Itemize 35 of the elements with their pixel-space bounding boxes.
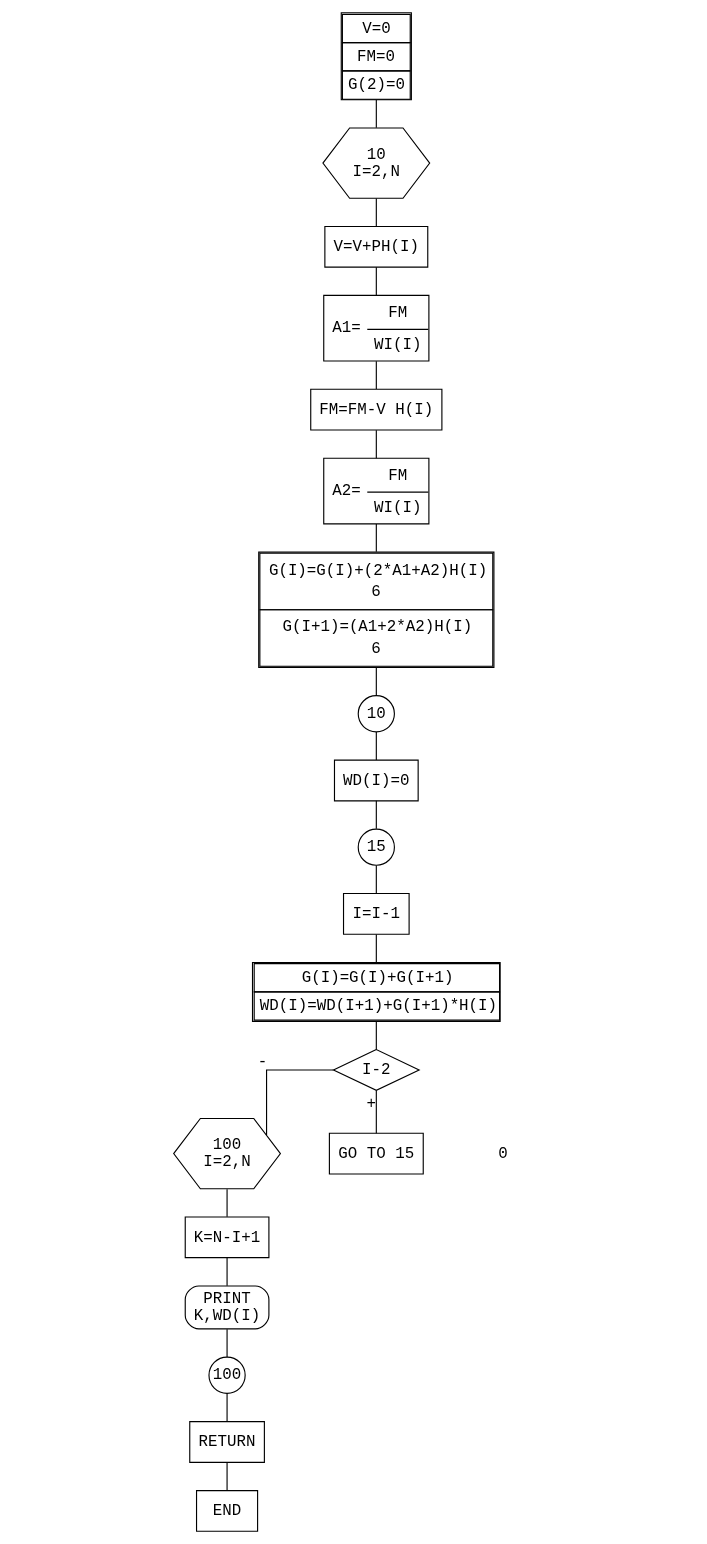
node-circle: 15 (357, 828, 395, 866)
node-circle: 100 (208, 1356, 246, 1394)
connector (375, 360, 377, 390)
node-box: RETURN (189, 1421, 265, 1463)
connector (375, 99, 377, 129)
node-box: K=N-I+1 (184, 1216, 270, 1259)
connector (375, 198, 377, 227)
node-box: WD(I)=0 (333, 759, 419, 802)
connector (375, 429, 377, 459)
connector (375, 666, 377, 696)
connector (226, 1257, 228, 1287)
connector (226, 1188, 228, 1218)
node-box: FM=FM-V H(I) (310, 388, 443, 431)
label: 0 (498, 1144, 508, 1163)
node-box: V=V+PH(I) (324, 225, 429, 268)
connector (226, 1392, 228, 1422)
node-circle: 10 (357, 695, 395, 733)
connector (375, 731, 377, 761)
connector (375, 266, 377, 296)
connector (375, 864, 377, 894)
node-box: GO TO 15 (328, 1132, 424, 1175)
connector (266, 1069, 335, 1136)
connector (375, 933, 377, 963)
connector (375, 800, 377, 830)
node-diamond: I-2 (332, 1048, 421, 1091)
connector (226, 1462, 228, 1491)
edge-label: + (366, 1094, 376, 1113)
connector (375, 1020, 377, 1050)
connector (375, 1090, 377, 1134)
node-box: END (195, 1490, 259, 1532)
edge-label: - (257, 1052, 268, 1071)
node-box: I=I-1 (342, 893, 410, 935)
connector (226, 1328, 228, 1358)
node-box: PRINT K,WD(I) (184, 1285, 270, 1330)
connector (375, 523, 377, 553)
